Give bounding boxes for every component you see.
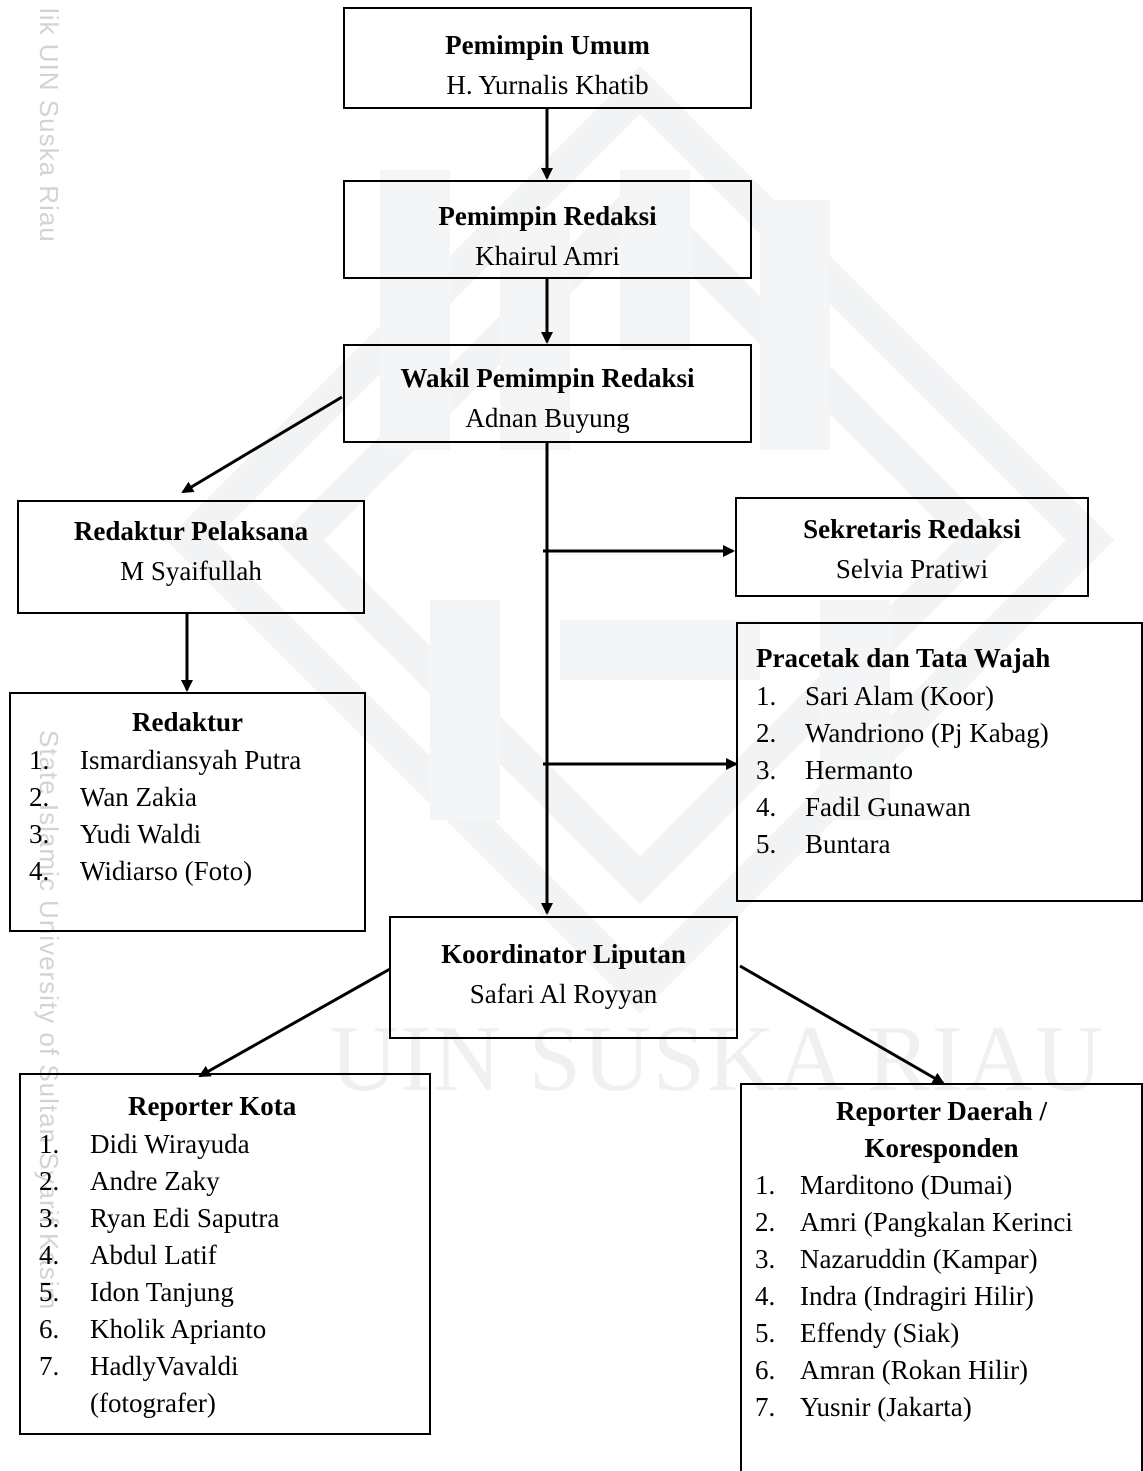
list-item: 1.Marditono (Dumai) (755, 1170, 1013, 1200)
list-item: 4.Indra (Indragiri Hilir) (755, 1281, 1034, 1311)
box-pemimpin-umum: Pemimpin Umum H. Yurnalis Khatib (343, 7, 752, 109)
list-item: 2.Wandriono (Pj Kabag) (756, 718, 1049, 748)
redaktur-pelaksana-name: M Syaifullah (120, 556, 262, 586)
list-item: 5.Effendy (Siak) (755, 1318, 960, 1348)
watermark-center: UIN SUSKA RIAU (330, 1007, 1105, 1111)
reporter-daerah-list: 1.Marditono (Dumai) 2.Amri (Pangkalan Ke… (755, 1167, 1141, 1426)
pemimpin-umum-title: Pemimpin Umum (445, 30, 650, 60)
box-koordinator-liputan: Koordinator Liputan Safari Al Royyan (389, 916, 738, 1039)
list-item: 3.Nazaruddin (Kampar) (755, 1244, 1038, 1274)
list-item: 2.Amri (Pangkalan Kerinci (755, 1207, 1073, 1237)
list-item: 4.Widiarso (Foto) (29, 856, 253, 886)
list-item: 7.Yusnir (Jakarta) (755, 1392, 972, 1422)
list-item: 7.HadlyVavaldi (39, 1351, 239, 1381)
redaktur-title: Redaktur (131, 707, 243, 737)
list-item: 6.Kholik Aprianto (39, 1314, 267, 1344)
list-item: 3.Hermanto (756, 755, 913, 785)
list-item: 3.Yudi Waldi (29, 819, 202, 849)
sekretaris-name: Selvia Pratiwi (835, 554, 989, 584)
list-item: 4.Abdul Latif (39, 1240, 217, 1270)
arrow-wakil-to-pelaksana (181, 395, 343, 494)
box-reporter-daerah: Reporter Daerah / Koresponden 1.Marditon… (740, 1083, 1143, 1471)
reporter-daerah-title-2: Koresponden (864, 1133, 1019, 1163)
list-item: 3.Ryan Edi Saputra (39, 1203, 280, 1233)
list-item: 5.Buntara (756, 829, 891, 859)
list-item: 5.Idon Tanjung (39, 1277, 234, 1307)
reporter-kota-list: 1.Didi Wirayuda 2.Andre Zaky 3.Ryan Edi … (39, 1126, 429, 1422)
list-item: 6.Amran (Rokan Hilir) (755, 1355, 1028, 1385)
list-item: 2.Wan Zakia (29, 782, 198, 812)
box-redaktur-pelaksana: Redaktur Pelaksana M Syaifullah (17, 500, 365, 614)
wakil-title: Wakil Pemimpin Redaksi (400, 363, 695, 393)
redaktur-list: 1.Ismardiansyah Putra 2.Wan Zakia 3.Yudi… (29, 742, 364, 890)
list-item: 2.Andre Zaky (39, 1166, 220, 1196)
koordinator-title: Koordinator Liputan (441, 939, 686, 969)
box-wakil-pemimpin-redaksi: Wakil Pemimpin Redaksi Adnan Buyung (343, 344, 752, 443)
box-sekretaris-redaksi: Sekretaris Redaksi Selvia Pratiwi (735, 497, 1089, 597)
pemimpin-redaksi-name: Khairul Amri (475, 241, 620, 271)
wakil-name: Adnan Buyung (465, 403, 630, 433)
pracetak-title: Pracetak dan Tata Wajah (756, 643, 1051, 673)
list-item: 1.Ismardiansyah Putra (29, 745, 302, 775)
box-reporter-kota: Reporter Kota 1.Didi Wirayuda 2.Andre Za… (19, 1073, 431, 1435)
box-redaktur: Redaktur 1.Ismardiansyah Putra 2.Wan Zak… (9, 692, 366, 932)
box-pemimpin-redaksi: Pemimpin Redaksi Khairul Amri (343, 180, 752, 279)
list-item: 1.Didi Wirayuda (39, 1129, 250, 1159)
pemimpin-umum-name: H. Yurnalis Khatib (446, 70, 649, 100)
reporter-daerah-title-1: Reporter Daerah / (836, 1096, 1047, 1126)
pemimpin-redaksi-title: Pemimpin Redaksi (438, 201, 657, 231)
arrow-koor-to-daerah (739, 964, 945, 1085)
list-item: 1.Sari Alam (Koor) (756, 681, 994, 711)
arrow-koor-to-kota (198, 967, 391, 1078)
koordinator-name: Safari Al Royyan (469, 979, 658, 1009)
sekretaris-title: Sekretaris Redaksi (803, 514, 1021, 544)
reporter-kota-title: Reporter Kota (128, 1091, 297, 1121)
list-item: 4.Fadil Gunawan (756, 792, 971, 822)
pracetak-list: 1.Sari Alam (Koor) 2.Wandriono (Pj Kabag… (756, 678, 1141, 863)
list-item: (fotografer) (90, 1388, 216, 1418)
box-pracetak: Pracetak dan Tata Wajah 1.Sari Alam (Koo… (736, 622, 1143, 902)
redaktur-pelaksana-title: Redaktur Pelaksana (73, 516, 309, 546)
